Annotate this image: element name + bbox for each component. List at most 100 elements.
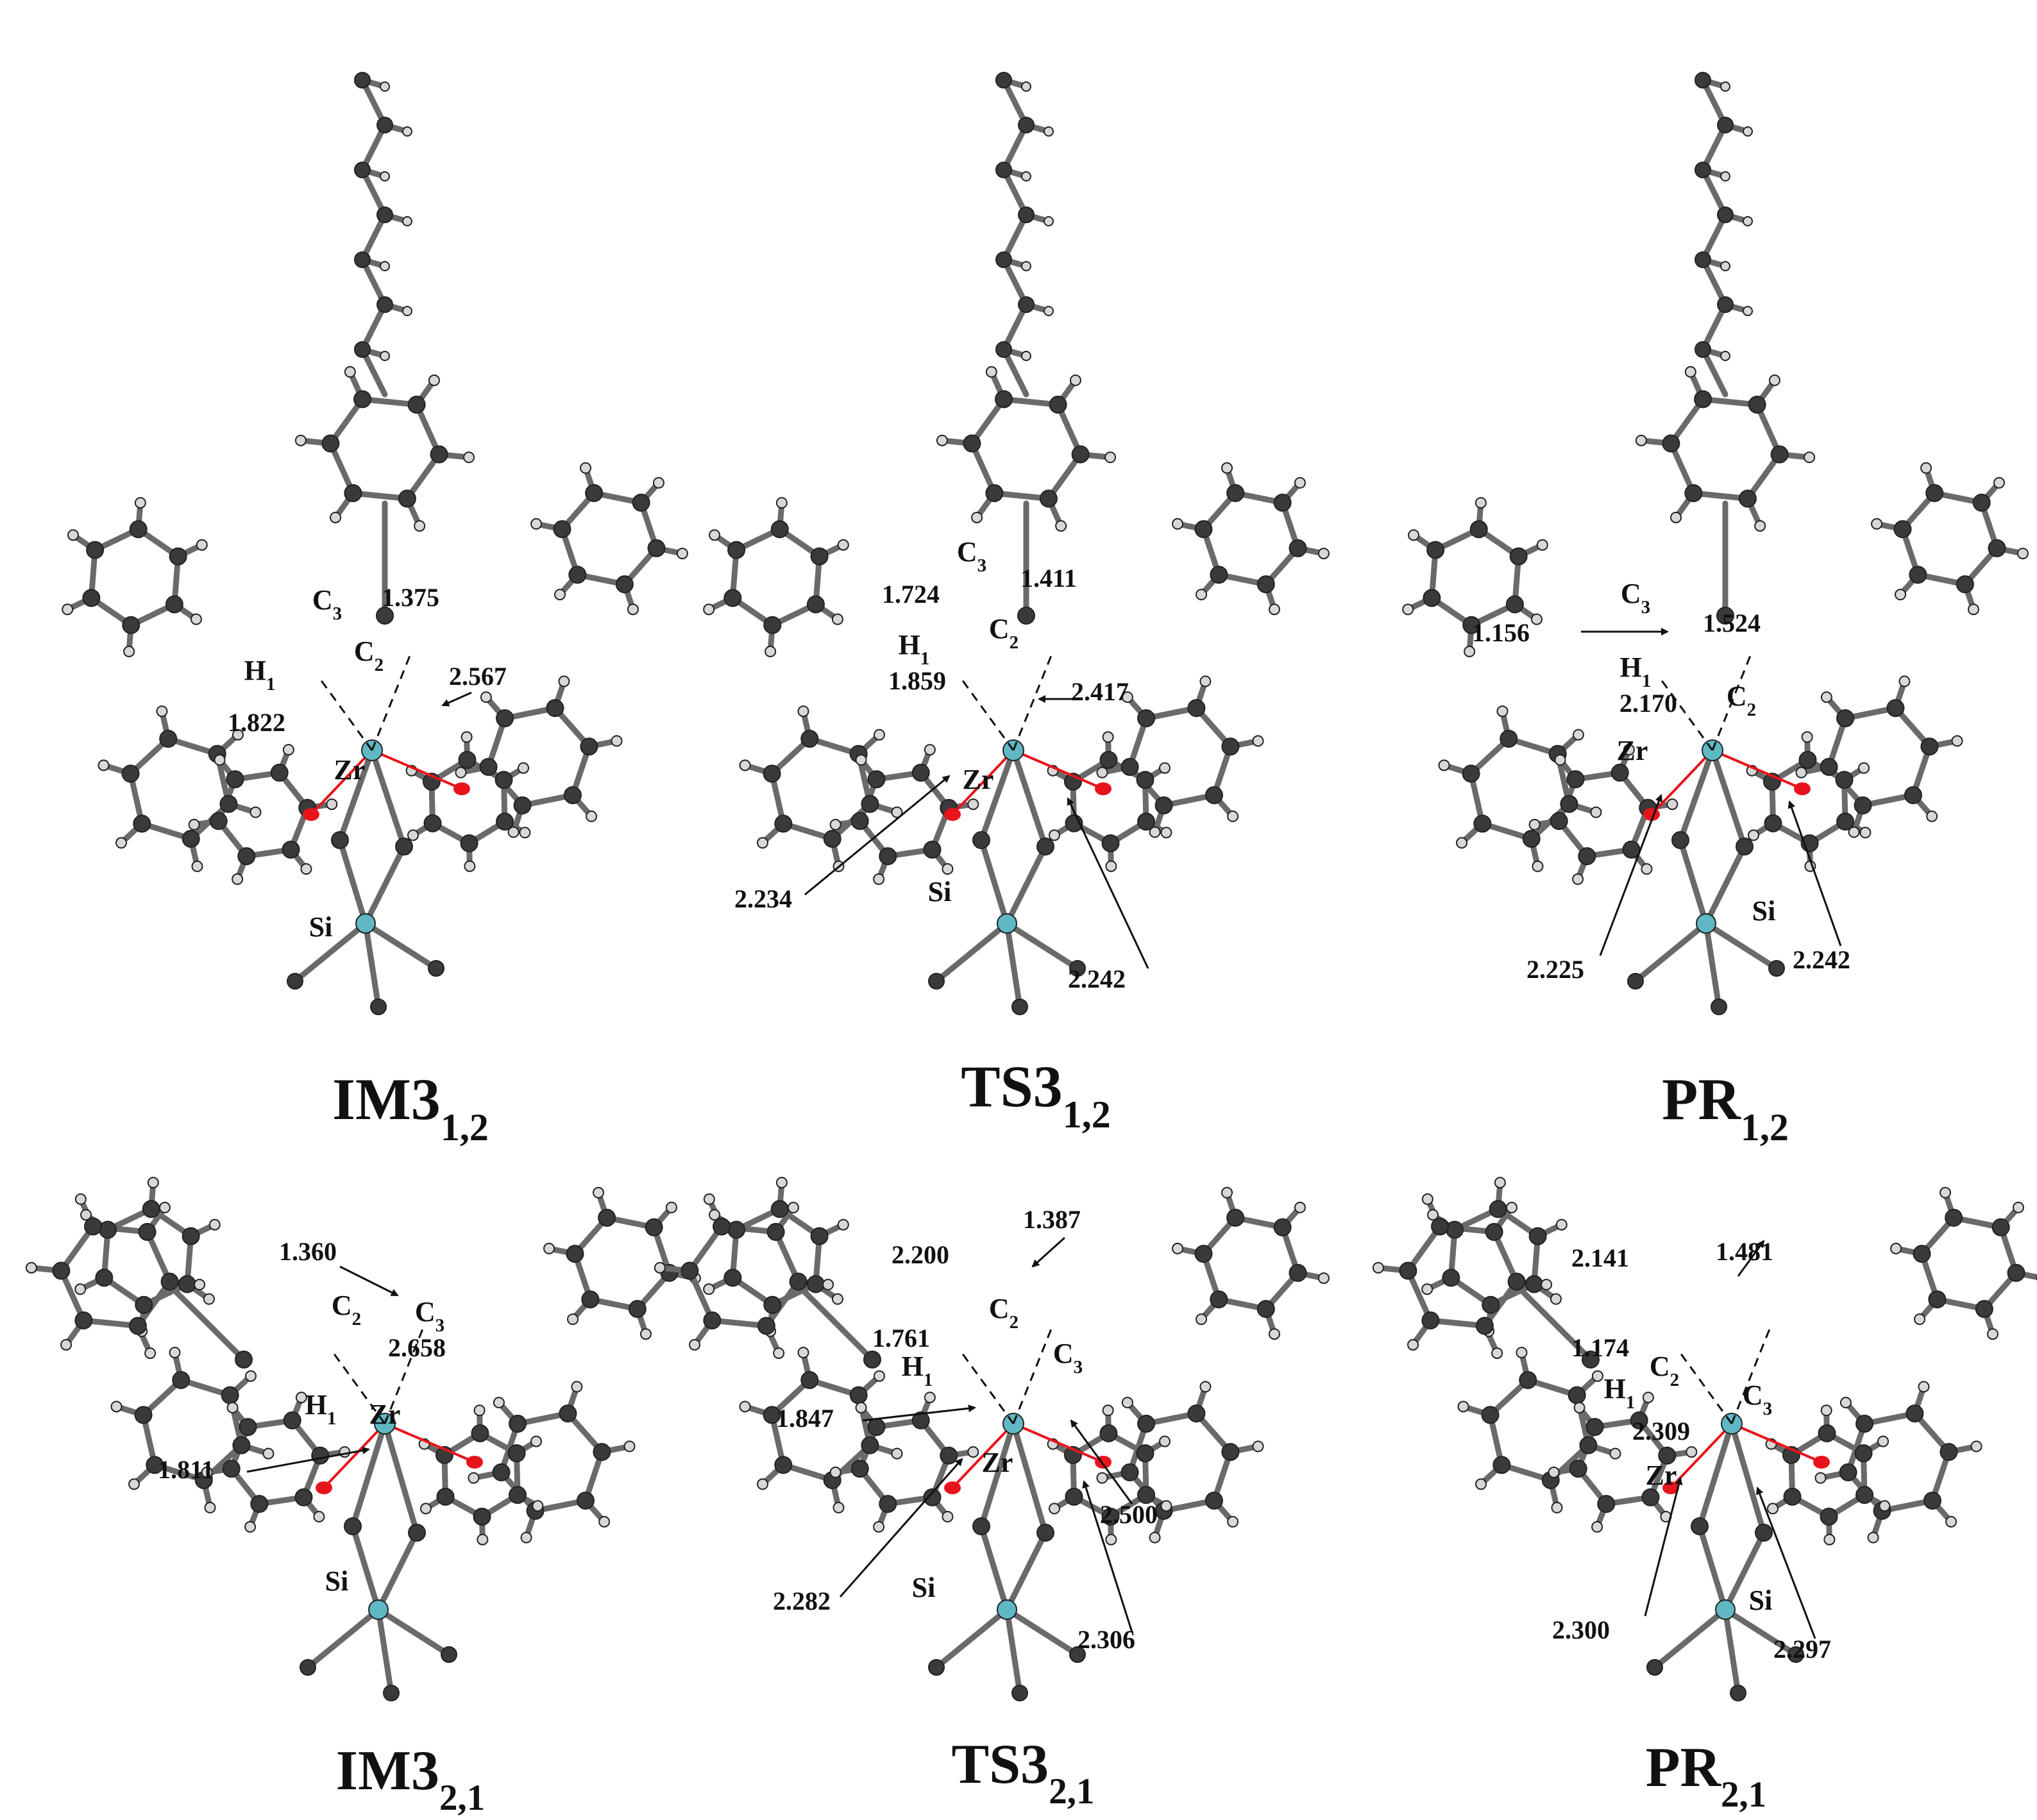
distance-label: 1.724 xyxy=(882,580,940,609)
bond-network xyxy=(1375,1179,2037,1696)
atom-label-h1: H1 xyxy=(305,1389,337,1429)
atom xyxy=(1854,796,1872,814)
atom xyxy=(1105,1533,1117,1546)
distance-label: 1.481 xyxy=(1716,1237,1773,1266)
atom xyxy=(1877,1435,1889,1447)
atom xyxy=(464,860,476,872)
atom xyxy=(270,763,289,782)
atom xyxy=(407,395,426,414)
atom xyxy=(1289,1263,1307,1282)
bond xyxy=(1004,843,1049,927)
atom xyxy=(1500,729,1518,748)
atom xyxy=(995,390,1013,409)
atom xyxy=(1918,1381,1930,1393)
atom-label-si: Si xyxy=(325,1565,349,1597)
atom xyxy=(1399,1261,1417,1280)
distance-arrow xyxy=(441,691,472,707)
atom xyxy=(219,795,238,813)
atom-label-h1-main: H xyxy=(1620,652,1642,683)
atom-label-h1: H1 xyxy=(1604,1373,1636,1413)
atom-label-zr: Zr xyxy=(1646,1460,1677,1491)
atom xyxy=(313,1510,325,1522)
atom xyxy=(1194,1245,1213,1263)
bond xyxy=(1696,1420,1735,1529)
ligand-marker xyxy=(1662,1481,1679,1494)
atom xyxy=(703,603,715,616)
atom xyxy=(1048,1503,1060,1515)
atom-label-c2: C2 xyxy=(989,1293,1018,1333)
atom xyxy=(507,1444,526,1463)
atom xyxy=(928,1659,945,1676)
bond xyxy=(1690,490,1751,501)
atom xyxy=(1582,1351,1600,1369)
atom xyxy=(287,973,303,990)
atom xyxy=(1273,1218,1292,1236)
atom xyxy=(1482,1295,1500,1314)
atom xyxy=(1585,1418,1604,1437)
atom xyxy=(822,1279,834,1291)
bond xyxy=(686,1224,725,1274)
bond xyxy=(1668,396,1706,447)
atom xyxy=(1578,847,1596,866)
distance-arrow xyxy=(1031,1236,1066,1268)
atom xyxy=(1172,1242,1184,1254)
atom xyxy=(1646,1659,1663,1676)
atom xyxy=(530,1435,543,1447)
panel-title: TS32,1 xyxy=(952,1733,1095,1812)
bond xyxy=(933,1606,1010,1671)
atom xyxy=(580,462,592,474)
atom xyxy=(300,1659,316,1676)
distance-label: 1.847 xyxy=(776,1404,834,1433)
atom xyxy=(1855,1415,1874,1433)
atom xyxy=(1149,826,1161,838)
atom xyxy=(911,1411,930,1429)
bond xyxy=(1700,346,1728,398)
atom xyxy=(873,729,885,741)
atom-label-c2-sub: 2 xyxy=(1670,1370,1680,1390)
atom xyxy=(936,434,948,446)
atom xyxy=(430,445,448,464)
atom xyxy=(380,81,390,92)
atom xyxy=(1848,826,1860,838)
atom xyxy=(441,1646,457,1663)
distance-label: 2.306 xyxy=(1078,1625,1135,1654)
bond xyxy=(1677,747,1716,843)
atom xyxy=(867,1418,886,1437)
atom-label-h1: H1 xyxy=(902,1351,933,1390)
atom xyxy=(244,1521,257,1533)
atom xyxy=(879,1495,897,1513)
bond-network xyxy=(64,77,686,1010)
atom xyxy=(1473,814,1492,833)
atom xyxy=(339,1446,351,1458)
atom xyxy=(1818,1424,1836,1443)
distance-label: 2.417 xyxy=(1071,677,1129,706)
atom xyxy=(203,1293,215,1305)
atom xyxy=(849,1386,868,1404)
bond-network xyxy=(1405,77,2026,1010)
atom xyxy=(1136,771,1154,789)
bond xyxy=(1045,451,1084,501)
bond xyxy=(1696,1523,1728,1613)
atom xyxy=(1909,566,1927,584)
atom-label-c3-sub: 3 xyxy=(1763,1399,1773,1419)
atom xyxy=(1945,1208,1963,1227)
dashed-interaction xyxy=(1711,653,1752,751)
atom xyxy=(850,1460,869,1478)
bond-network xyxy=(706,77,1327,1010)
atom xyxy=(1018,206,1035,223)
bond xyxy=(359,212,388,263)
atom xyxy=(294,1488,313,1506)
atom xyxy=(133,814,151,833)
atom xyxy=(576,1491,595,1510)
atom xyxy=(689,1338,701,1351)
atom xyxy=(1541,1279,1553,1291)
bond xyxy=(375,1606,452,1658)
panel-title-main: TS3 xyxy=(961,1054,1063,1119)
atom xyxy=(723,1268,742,1287)
atom-label-si: Si xyxy=(1749,1585,1773,1616)
bond xyxy=(359,77,388,128)
atom xyxy=(1684,366,1696,378)
atom xyxy=(1530,613,1543,625)
atom xyxy=(295,1392,307,1404)
